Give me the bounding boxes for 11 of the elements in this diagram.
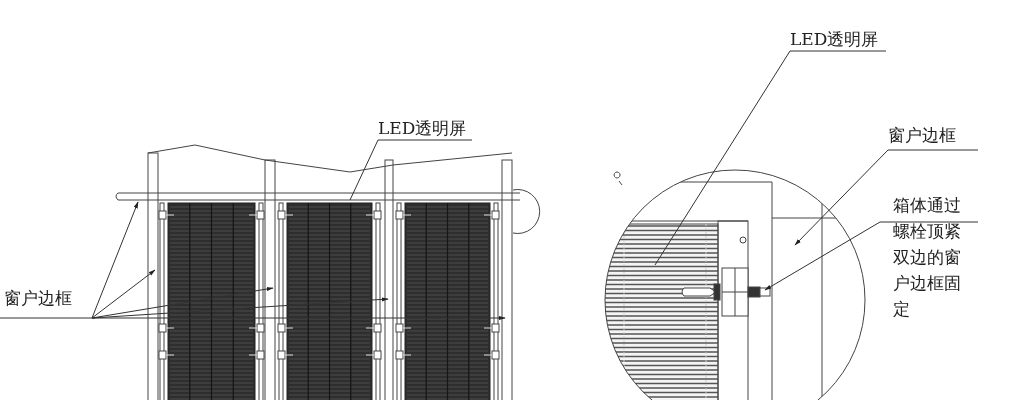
callout-label: 窗户边框 <box>4 285 94 311</box>
callout-label: LED透明屏 <box>378 115 478 141</box>
leader-line <box>654 50 791 266</box>
leader-line <box>91 269 156 319</box>
leader-line <box>91 201 139 319</box>
leader-line <box>349 139 379 201</box>
callout-label: LED透明屏 <box>790 26 890 52</box>
leader-line <box>794 149 889 246</box>
callout-label: 窗户边框 <box>888 122 978 148</box>
callout-label: 箱体通过螺栓顶紧双边的窗户边框固定 <box>893 192 977 322</box>
leader-line <box>764 221 881 291</box>
